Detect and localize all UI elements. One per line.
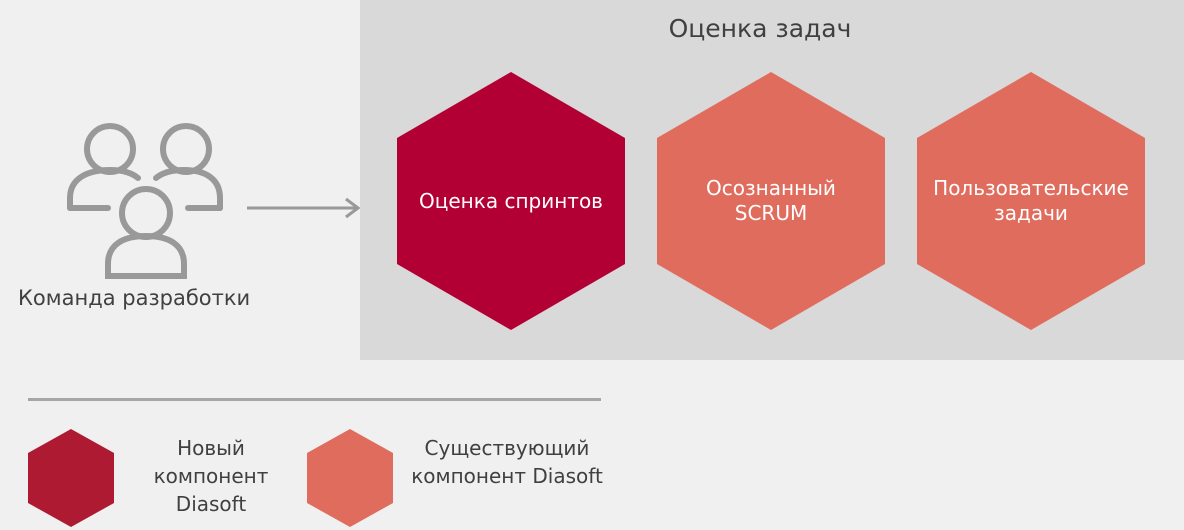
hexagon-fill: [657, 72, 885, 330]
legend-new-label: Новый компонент Diasoft: [153, 436, 269, 516]
legend-existing-hexagon: [307, 429, 393, 527]
legend-divider: [28, 398, 601, 401]
team-label: Команда разработки: [18, 286, 251, 310]
hexagon-fill: [917, 72, 1145, 330]
hexagon-shape: [657, 72, 885, 330]
legend-existing-label: Существующий компонент Diasoft: [411, 436, 603, 488]
legend-existing-fill: [307, 429, 393, 527]
hexagon-shape: [397, 72, 625, 330]
component-hex-user-tasks: Пользовательские задачи: [916, 70, 1146, 332]
panel-title: Оценка задач: [668, 14, 852, 43]
legend-new-fill: [28, 429, 114, 527]
hexagon-fill: [397, 72, 625, 330]
arrow-icon: [247, 197, 361, 219]
component-label: Оценка спринтов: [419, 188, 603, 213]
legend-new-hexagon: [28, 429, 114, 527]
component-label: Осознанный SCRUM: [706, 176, 836, 225]
team-people-icon: [67, 123, 223, 279]
component-label: Пользовательские задачи: [933, 176, 1129, 225]
hexagon-shape: [917, 72, 1145, 330]
component-hex-mindful-scrum: Осознанный SCRUM: [656, 70, 886, 332]
component-hex-sprint-estimation: Оценка спринтов: [396, 70, 626, 332]
team-block: Команда разработки: [0, 0, 360, 360]
task-evaluation-panel: Оценка задач Оценка спринтов Осознанный …: [360, 0, 1184, 360]
